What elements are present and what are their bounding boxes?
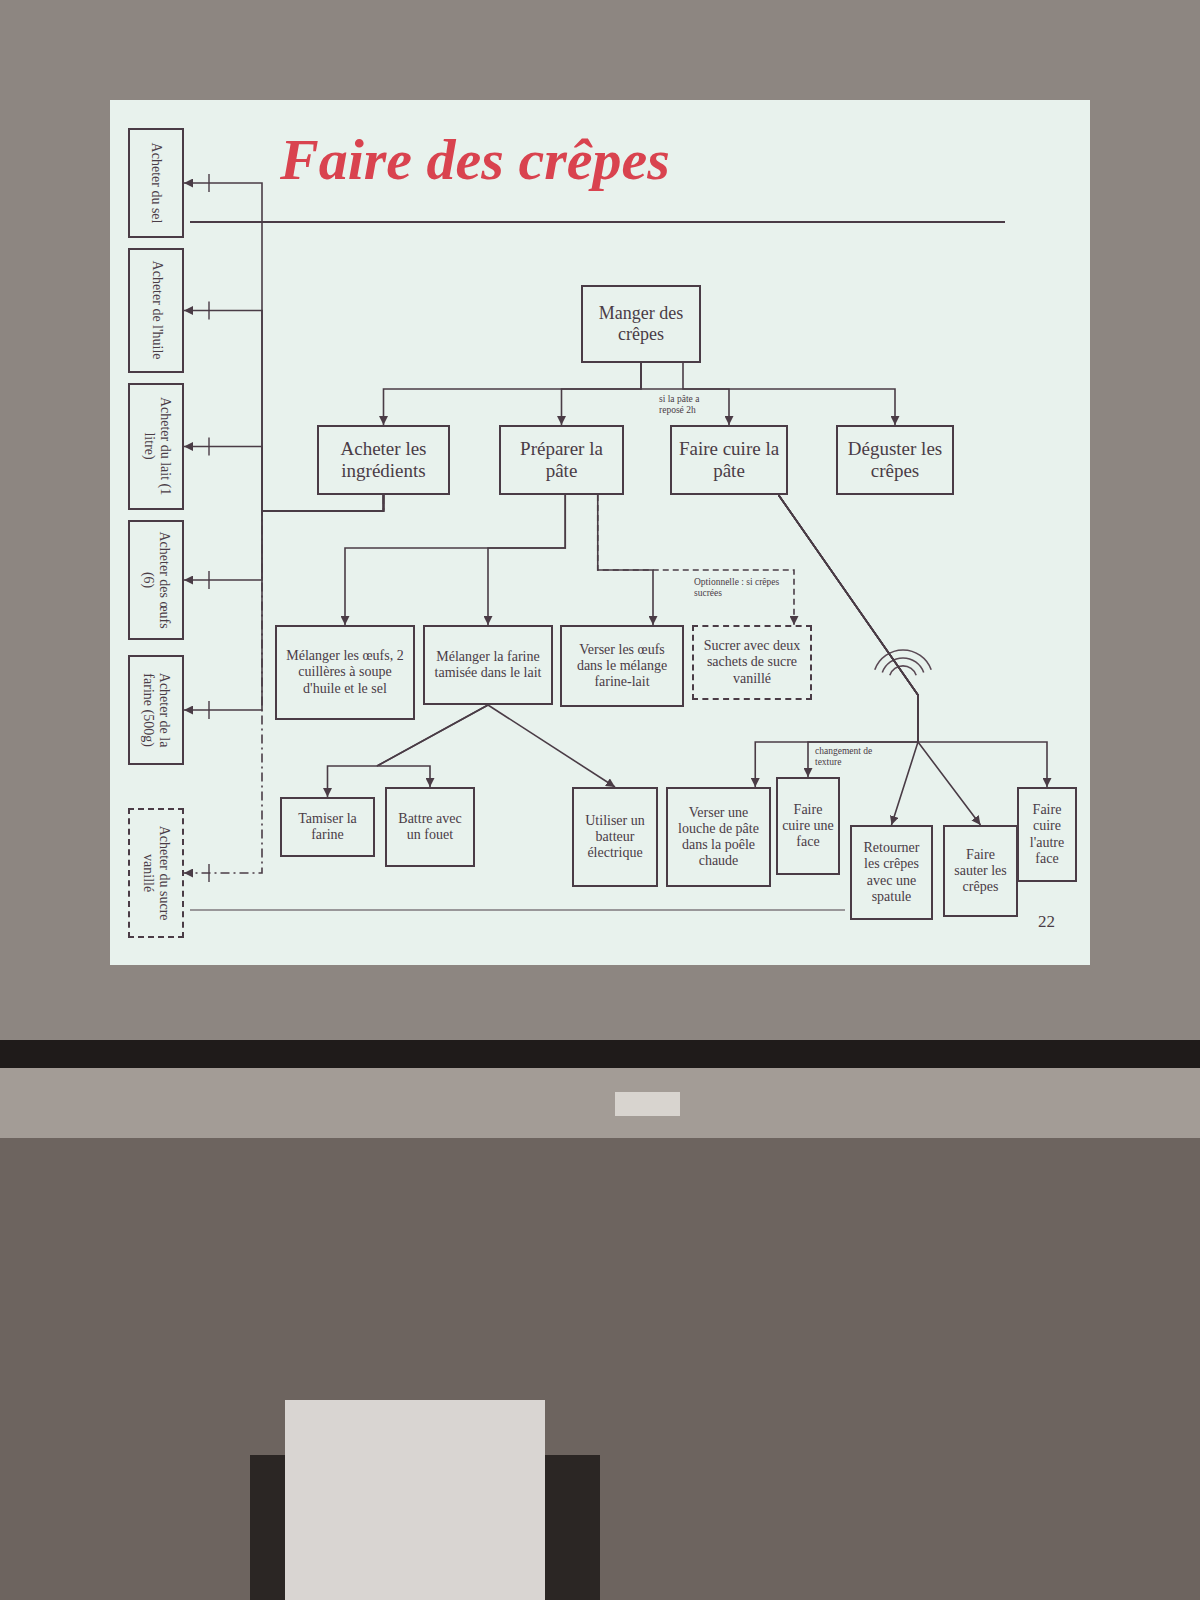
- connector-arrow: [345, 495, 565, 625]
- task-label: Tamiser la farine: [286, 811, 369, 843]
- page-number: 22: [1038, 912, 1055, 932]
- task-label: Acheter des œufs (6): [140, 527, 172, 633]
- tick-mark: [208, 174, 209, 192]
- wave-arc: [875, 650, 931, 670]
- purchase-box: Acheter de l'huile: [128, 248, 184, 373]
- connector-arrow: [779, 495, 981, 825]
- task-box: Retourner les crêpes avec une spatule: [850, 825, 933, 920]
- task-label: Acheter du sel: [148, 135, 164, 231]
- task-label: Préparer la pâte: [505, 438, 618, 482]
- task-box: Utiliser un batteur électrique: [572, 787, 658, 887]
- task-label: Faire cuire la pâte: [676, 438, 782, 482]
- task-box: Préparer la pâte: [499, 425, 624, 495]
- task-box: Acheter les ingrédients: [317, 425, 450, 495]
- task-box: Mélanger la farine tamisée dans le lait: [423, 625, 553, 705]
- title-rule: [190, 221, 1005, 223]
- purchase-box: Acheter des œufs (6): [128, 520, 184, 640]
- projection-screen: [0, 0, 1200, 1060]
- task-box: Faire cuire une face: [776, 777, 840, 875]
- task-label: Mélanger les œufs, 2 cuillères à soupe d…: [281, 648, 409, 696]
- connector-arrow: [377, 705, 488, 787]
- wave-symbol: [875, 650, 931, 675]
- task-label: Verser une louche de pâte dans la poêle …: [672, 805, 765, 869]
- connector-arrow: [641, 363, 895, 425]
- task-box: Tamiser la farine: [280, 797, 375, 857]
- slide-area: [110, 100, 1090, 965]
- task-label: Acheter de l'huile: [148, 255, 164, 366]
- connector-arrow: [384, 363, 642, 425]
- task-box: Mélanger les œufs, 2 cuillères à soupe d…: [275, 625, 415, 720]
- connector-arrow: [562, 363, 642, 425]
- tick-mark: [208, 701, 209, 719]
- task-label: Faire sauter les crêpes: [949, 847, 1012, 895]
- slide-title: Faire des crêpes: [280, 128, 670, 192]
- condition-label: changement de texture: [813, 746, 877, 768]
- wave-arc: [882, 658, 923, 673]
- task-label: Faire cuire une face: [782, 802, 834, 850]
- connector-arrow: [598, 495, 653, 625]
- screen-handle: [615, 1092, 680, 1116]
- task-label: Acheter les ingrédients: [323, 438, 444, 482]
- purchase-box: Acheter de la farine (500g): [128, 655, 184, 765]
- task-label: Acheter du lait (1 litre): [140, 390, 172, 503]
- screen-casing: [0, 1068, 1200, 1138]
- task-box: Faire cuire l'autre face: [1017, 787, 1077, 882]
- task-label: Acheter de la farine (500g): [140, 662, 172, 758]
- connector-arrow: [488, 705, 615, 787]
- task-label: Mélanger la farine tamisée dans le lait: [429, 649, 547, 681]
- task-label: Sucrer avec deux sachets de sucre vanill…: [698, 638, 806, 686]
- connector-arrow: [779, 495, 1047, 787]
- connector-arrow: [184, 495, 384, 580]
- tick-mark: [208, 438, 209, 456]
- condition-label: si la pâte a reposé 2h: [657, 394, 723, 416]
- task-box: Battre avec un fouet: [385, 787, 475, 867]
- purchase-box: Acheter du lait (1 litre): [128, 383, 184, 510]
- tick-mark: [208, 302, 209, 320]
- tick-mark: [208, 864, 209, 882]
- task-box: Verser les œufs dans le mélange farine-l…: [560, 625, 684, 707]
- connector-arrow: [779, 495, 918, 777]
- tick-mark: [208, 571, 209, 589]
- task-box: Verser une louche de pâte dans la poêle …: [666, 787, 771, 887]
- connector-arrow: [598, 495, 794, 625]
- purchase-box: Acheter du sel: [128, 128, 184, 238]
- task-label: Retourner les crêpes avec une spatule: [856, 840, 927, 904]
- task-label: Manger des crêpes: [587, 303, 695, 344]
- screen-bar: [0, 1040, 1200, 1068]
- task-label: Faire cuire l'autre face: [1023, 802, 1071, 866]
- task-box: Manger des crêpes: [581, 285, 701, 363]
- task-box: Faire sauter les crêpes: [943, 825, 1018, 917]
- task-label: Utiliser un batteur électrique: [578, 813, 652, 861]
- task-label: Acheter du sucre vanillé: [140, 815, 172, 931]
- optional-task-box: Sucrer avec deux sachets de sucre vanill…: [692, 625, 812, 700]
- footer-rule: [190, 909, 845, 910]
- task-box: Faire cuire la pâte: [670, 425, 788, 495]
- condition-label: Optionnelle : si crêpes sucrées: [692, 577, 788, 599]
- connector-arrow: [488, 495, 565, 625]
- connector-arrow: [779, 495, 918, 825]
- purchase-box: Acheter du sucre vanillé: [128, 808, 184, 938]
- task-label: Déguster les crêpes: [842, 438, 948, 482]
- task-label: Verser les œufs dans le mélange farine-l…: [566, 642, 678, 690]
- white-box: [285, 1400, 545, 1600]
- task-box: Déguster les crêpes: [836, 425, 954, 495]
- task-label: Battre avec un fouet: [391, 811, 469, 843]
